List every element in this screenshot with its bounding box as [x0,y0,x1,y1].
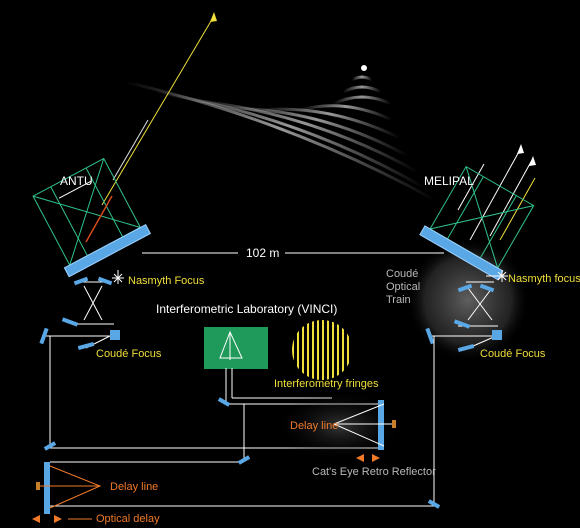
baseline-label: 102 m [246,246,280,260]
lab-label: Interferometric Laboratory (VINCI) [156,302,338,316]
fringes-label: Interferometry fringes [274,378,379,390]
nasmyth-focus-right-icon [496,270,508,282]
wavefronts [124,75,436,202]
coude-focus-left-label: Coudé Focus [96,348,162,360]
optical-delay-arrows-icon [32,515,92,523]
delay-line-left-label: Delay line [110,481,159,493]
melipal-telescope [406,165,535,362]
coude-optical-train-label-2: Optical [386,281,421,293]
nasmyth-focus-right-label: Nasmyth focus [508,273,580,285]
left-delay-line [36,462,102,514]
retro-reflector-label: Cat's Eye Retro Reflector [312,466,436,478]
fringes-disc [292,320,352,380]
lab-detector [204,327,268,369]
nasmyth-focus-left-icon [112,272,124,284]
coude-focus-right-icon [492,330,502,340]
cats-eye-retro-reflector [332,400,396,450]
antu-label: ANTU [60,174,93,188]
coude-optical-train-label-1: Coudé [386,268,419,280]
nasmyth-focus-left-label: Nasmyth Focus [128,275,205,287]
optical-delay-label: Optical delay [96,513,160,525]
coude-focus-right-label: Coudé Focus [480,348,546,360]
retro-arrows-icon [356,454,380,462]
melipal-coude-train [432,275,502,351]
star [361,65,367,71]
coude-focus-left-icon [110,330,120,340]
coude-optical-train-label-3: Train [386,294,411,306]
antu-telescope [32,157,152,278]
delay-line-right-label: Delay line [290,420,339,432]
melipal-label: MELIPAL [424,174,474,188]
